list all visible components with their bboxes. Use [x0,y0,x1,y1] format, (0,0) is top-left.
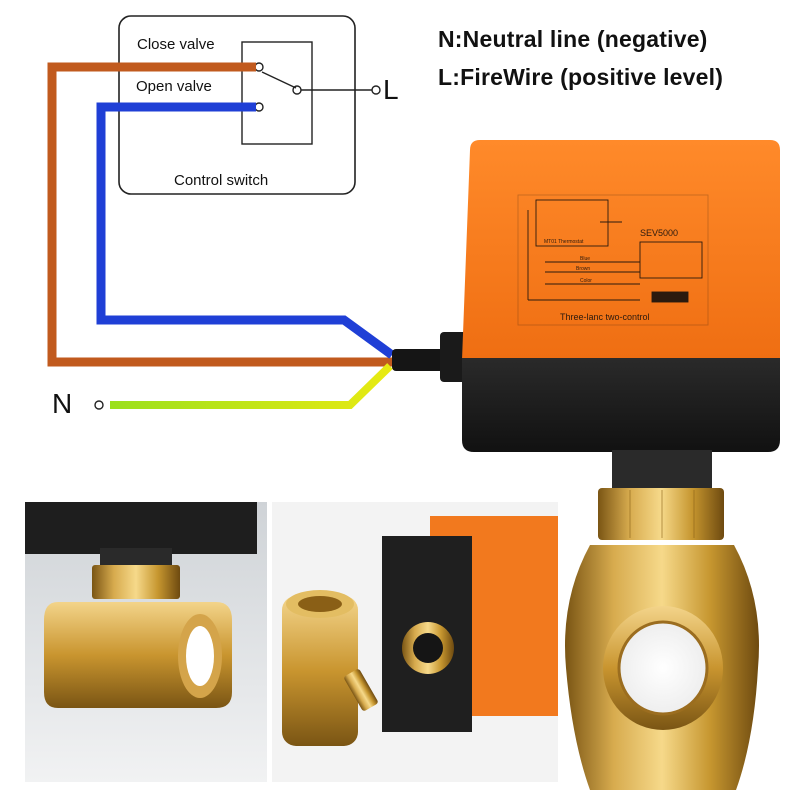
actuator-printed-label [517,194,709,326]
photo1-actuator-base [25,502,257,554]
actuator-model-text: SEV5000 [640,228,678,238]
actuator-wire-color-text: Color [580,278,592,284]
photo2-valve-stem [344,669,378,711]
brass-ball-valve-large [565,488,759,790]
cable-stub [392,349,448,371]
valve-bore-opening [619,622,707,714]
live-terminal-dot [371,85,381,95]
switch-lever [261,71,297,89]
photo2-valve-body [282,596,358,746]
open-valve-label: Open valve [136,78,212,95]
wires [47,62,448,410]
legend-neutral-text: N:Neutral line (negative) [438,26,708,52]
legend-firewire-text: L:FireWire (positive level) [438,64,724,90]
blue-wire [96,102,395,359]
close-valve-label: Close valve [137,36,215,53]
actuator-black-base [462,358,780,452]
actuator-stem [612,450,712,490]
valve-hex-nut [598,488,724,540]
switch-contact-open [254,102,264,112]
green-yellow-wire [110,363,393,409]
switch-frame [241,41,313,145]
actuator-cable-gland [440,332,468,382]
actuator-orange-housing [462,140,780,360]
brown-wire [47,62,392,367]
control-switch-caption: Control switch [174,172,269,189]
neutral-terminal-dot [94,400,104,410]
actuator-wire-brown-text: Brown [576,266,590,272]
actuator-caption-text: Three-lanc two-control [560,312,650,322]
actuator-wire-blue-text: Blue [580,256,590,262]
product-photo-valve-side [25,502,267,782]
live-terminal-label: L [383,74,399,105]
switch-contact-close [254,62,264,72]
product-photo-valve-parts [272,502,558,782]
control-switch-box [118,15,381,195]
neutral-terminal-label: N [52,388,73,419]
photo1-hex-nut [92,565,180,599]
actuator-thermostat-text: MT01 Thermostat [544,239,584,245]
electric-actuator: SEV5000 MT01 Thermostat Blue Brown Color… [440,140,780,490]
